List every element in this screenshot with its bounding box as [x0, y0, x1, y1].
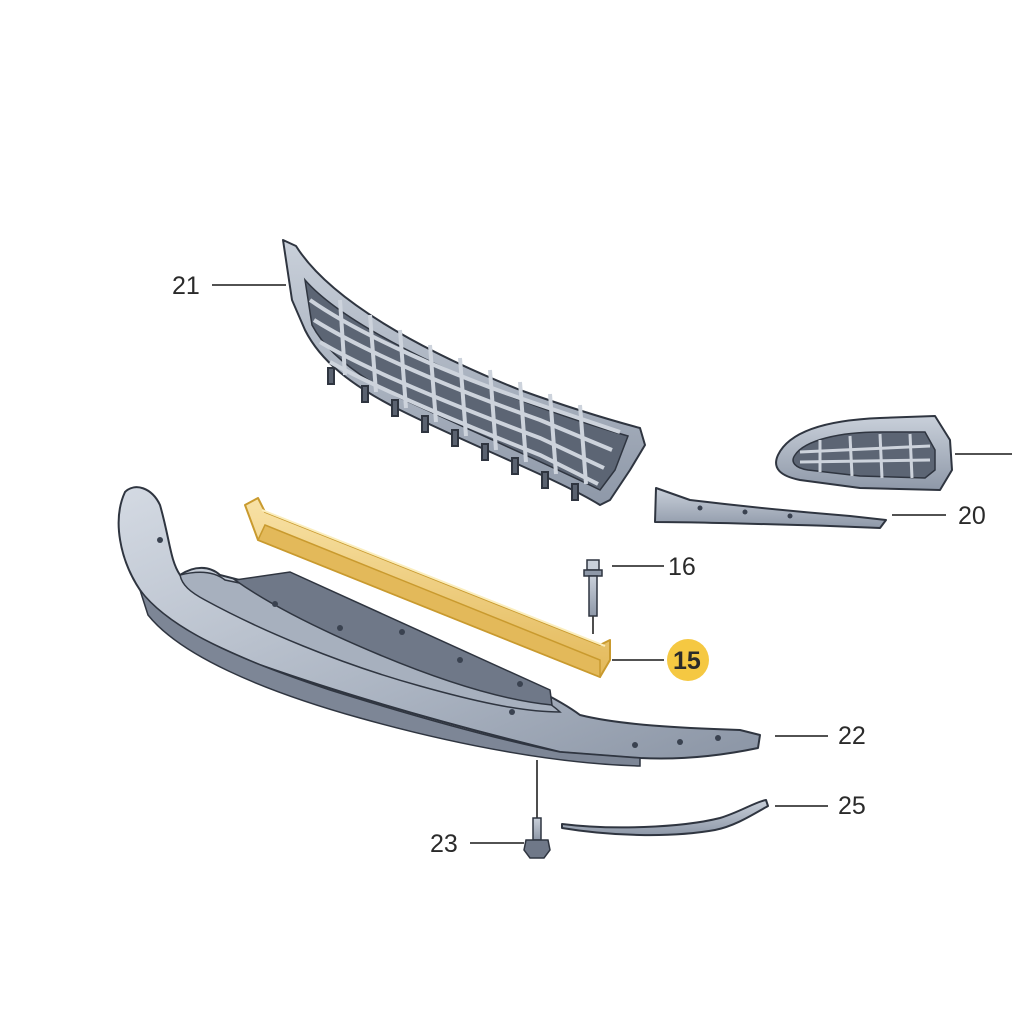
label-15: 15: [673, 647, 701, 675]
trim-strip-part-20: [654, 487, 887, 529]
rivet-part-16: [583, 559, 603, 634]
label-20: 20: [958, 502, 986, 530]
label-23: 23: [430, 830, 458, 858]
vent-part-20: [775, 415, 953, 491]
label-22: 22: [838, 722, 866, 750]
lower-trim-part-25: [561, 799, 769, 837]
bolt-part-23: [523, 760, 551, 859]
label-25: 25: [838, 792, 866, 820]
label-21: 21: [172, 272, 200, 300]
spoiler-part-22: [117, 486, 761, 767]
leader-lines: [212, 284, 1012, 844]
highlighted-strip-part-15: [244, 497, 611, 679]
grille-part-21: [282, 239, 646, 506]
highlight-badge: [667, 639, 709, 681]
label-16: 16: [668, 553, 696, 581]
